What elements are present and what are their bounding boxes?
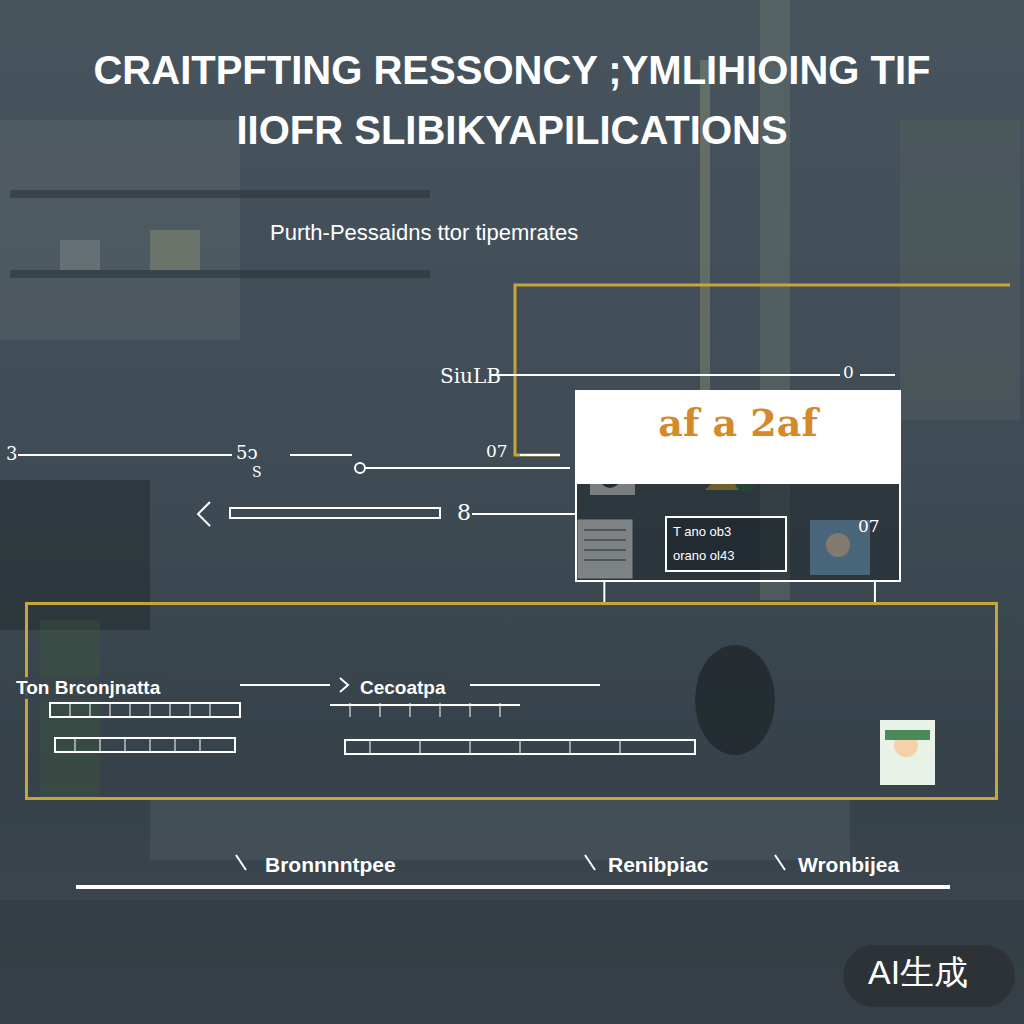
callout-number: 07 (486, 441, 508, 461)
callout-number: 5ↄ (236, 442, 258, 464)
watermark: AI生成 (868, 952, 968, 993)
diagram-title: CRAITPFTING RESSONCY ;YMLIHIOING TIF IIO… (40, 40, 984, 160)
bar-label: Wronbijea (798, 852, 899, 877)
bar-label: Bronnnntpee (265, 852, 396, 877)
image-panel: af a 2af T ano ob3 orano ol43 (575, 390, 901, 582)
callout-number: 8 (457, 500, 471, 526)
bar-label: Renibpiac (608, 852, 708, 877)
cell-text: orano ol43 (673, 548, 734, 563)
panel-heading: af a 2af (577, 400, 899, 445)
callout-number: 07 (858, 516, 880, 536)
cell-text: T ano ob3 (673, 524, 731, 539)
part-label: SiuLB (440, 364, 501, 388)
subtitle: Purth-Pessaidns ttor tipemrates (270, 220, 578, 246)
group-label: Cecoatpa (358, 677, 448, 699)
callout-number: 3 (6, 443, 17, 465)
group-box: Ton BrconjnattaCecoatpa (25, 602, 998, 800)
callout-number: 0 (843, 362, 854, 382)
callout-number: S (252, 464, 262, 481)
table-cell: T ano ob3 orano ol43 (665, 516, 787, 572)
connector (874, 582, 875, 602)
group-label: Ton Brconjnatta (14, 677, 162, 699)
connector (604, 582, 605, 602)
